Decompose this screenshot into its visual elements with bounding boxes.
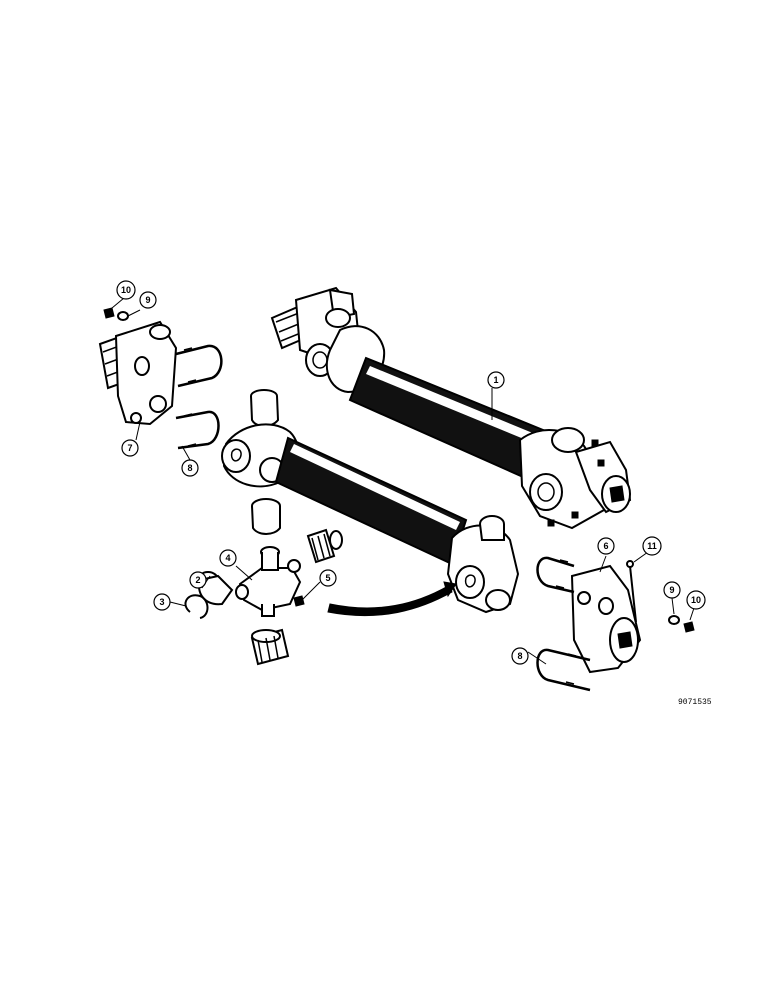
callout-11-label: 11: [647, 541, 657, 551]
callout-4: 4: [219, 549, 237, 567]
upper-drive-shaft: [270, 286, 632, 530]
callout-8-right: 8: [511, 647, 529, 665]
callout-1: 1: [487, 371, 505, 389]
callout-6: 6: [597, 537, 615, 555]
callout-8-right-label: 8: [517, 651, 522, 661]
universal-joint-kit: [184, 498, 457, 666]
callout-5: 5: [319, 569, 337, 587]
callout-1-label: 1: [493, 375, 498, 385]
callout-8-left: 8: [181, 459, 199, 477]
callout-4-label: 4: [225, 553, 230, 563]
lower-drive-shaft: [221, 389, 520, 614]
callout-2: 2: [189, 571, 207, 589]
right-yoke-assembly: [536, 556, 695, 692]
callout-7-label: 7: [127, 443, 132, 453]
callout-11: 11: [642, 536, 662, 556]
callout-9-left-label: 9: [145, 295, 150, 305]
callout-10-right-label: 10: [691, 595, 701, 605]
callout-9-right: 9: [663, 581, 681, 599]
callout-3: 3: [153, 593, 171, 611]
callout-10-left: 10: [116, 280, 136, 300]
callout-3-label: 3: [159, 597, 164, 607]
callout-5-label: 5: [325, 573, 330, 583]
callout-6-label: 6: [603, 541, 608, 551]
figure-reference-code: 9071535: [678, 698, 712, 707]
callout-9-left: 9: [139, 291, 157, 309]
leader-lines: [111, 297, 695, 665]
callout-7: 7: [121, 439, 139, 457]
callout-10-left-label: 10: [121, 285, 131, 295]
callout-10-right: 10: [686, 590, 706, 610]
callout-2-label: 2: [195, 575, 200, 585]
left-yoke-assembly: [98, 307, 223, 450]
callout-9-right-label: 9: [669, 585, 674, 595]
callout-8-left-label: 8: [187, 463, 192, 473]
